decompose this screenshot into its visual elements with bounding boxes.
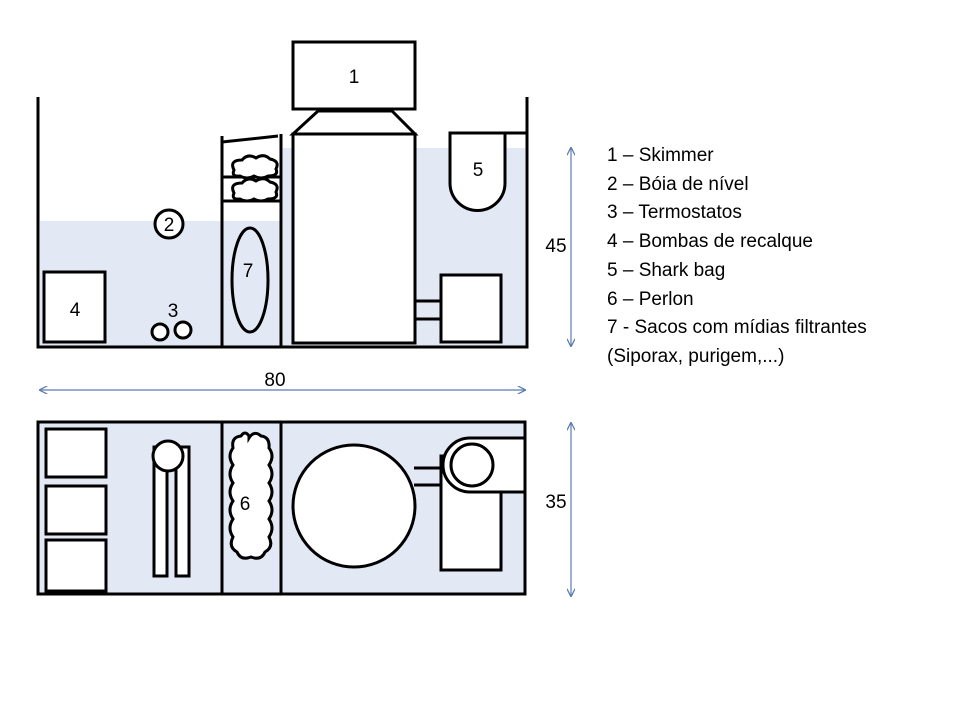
label-skimmer: 1 bbox=[349, 67, 360, 88]
top-pump-2 bbox=[44, 484, 108, 536]
label-perlon: 6 bbox=[240, 494, 251, 515]
side-media-bag-lower bbox=[231, 177, 279, 203]
height-label: 45 bbox=[545, 236, 566, 257]
top-float-switch bbox=[151, 439, 185, 473]
side-thermostat-b bbox=[173, 320, 193, 340]
side-media-bag-upper bbox=[231, 154, 279, 180]
top-pump-1 bbox=[44, 427, 108, 479]
depth-label: 35 bbox=[545, 492, 566, 513]
top-skimmer bbox=[291, 443, 417, 569]
legend-item-float-switch: 2 – Bóia de nível bbox=[607, 173, 749, 195]
legend: 1 – Skimmer 2 – Bóia de nível 3 – Termos… bbox=[607, 142, 867, 372]
side-return-pump bbox=[42, 270, 107, 344]
top-shark-bag bbox=[449, 442, 495, 488]
top-thermostat-b bbox=[174, 445, 191, 578]
side-tray-top bbox=[221, 134, 279, 144]
top-view: 6 bbox=[36, 420, 527, 596]
side-thermostat-a bbox=[150, 322, 170, 342]
side-float-switch bbox=[153, 208, 185, 240]
side-media-bag-7 bbox=[230, 226, 270, 334]
legend-item-return-pumps: 4 – Bombas de recalque bbox=[607, 231, 813, 253]
legend-item-thermostats: 3 – Termostatos bbox=[607, 202, 742, 224]
side-skimmer-pump bbox=[439, 273, 503, 344]
legend-item-media-bags: 7 - Sacos com mídias filtrantes bbox=[607, 317, 867, 339]
top-perlon bbox=[228, 431, 274, 560]
top-pump-3 bbox=[44, 538, 108, 593]
legend-item-perlon: 6 – Perlon bbox=[607, 288, 694, 310]
label-return-pump: 4 bbox=[70, 300, 81, 321]
legend-item-skimmer: 1 – Skimmer bbox=[607, 145, 714, 166]
label-media-bags: 7 bbox=[243, 261, 254, 282]
side-skimmer-body bbox=[291, 132, 417, 345]
label-float-switch: 2 bbox=[164, 215, 175, 236]
side-view: 1 2 3 4 5 7 bbox=[36, 40, 529, 349]
side-skimmer-neck bbox=[289, 109, 419, 136]
width-label: 80 bbox=[264, 370, 285, 391]
legend-item-shark-bag: 5 – Shark bag bbox=[607, 259, 726, 281]
legend-item-media-examples: (Siporax, purigem,...) bbox=[607, 345, 785, 367]
side-skimmer-head bbox=[291, 40, 417, 111]
label-thermostats: 3 bbox=[168, 301, 179, 322]
label-shark-bag: 5 bbox=[473, 160, 484, 181]
side-shark-bag bbox=[448, 131, 507, 212]
